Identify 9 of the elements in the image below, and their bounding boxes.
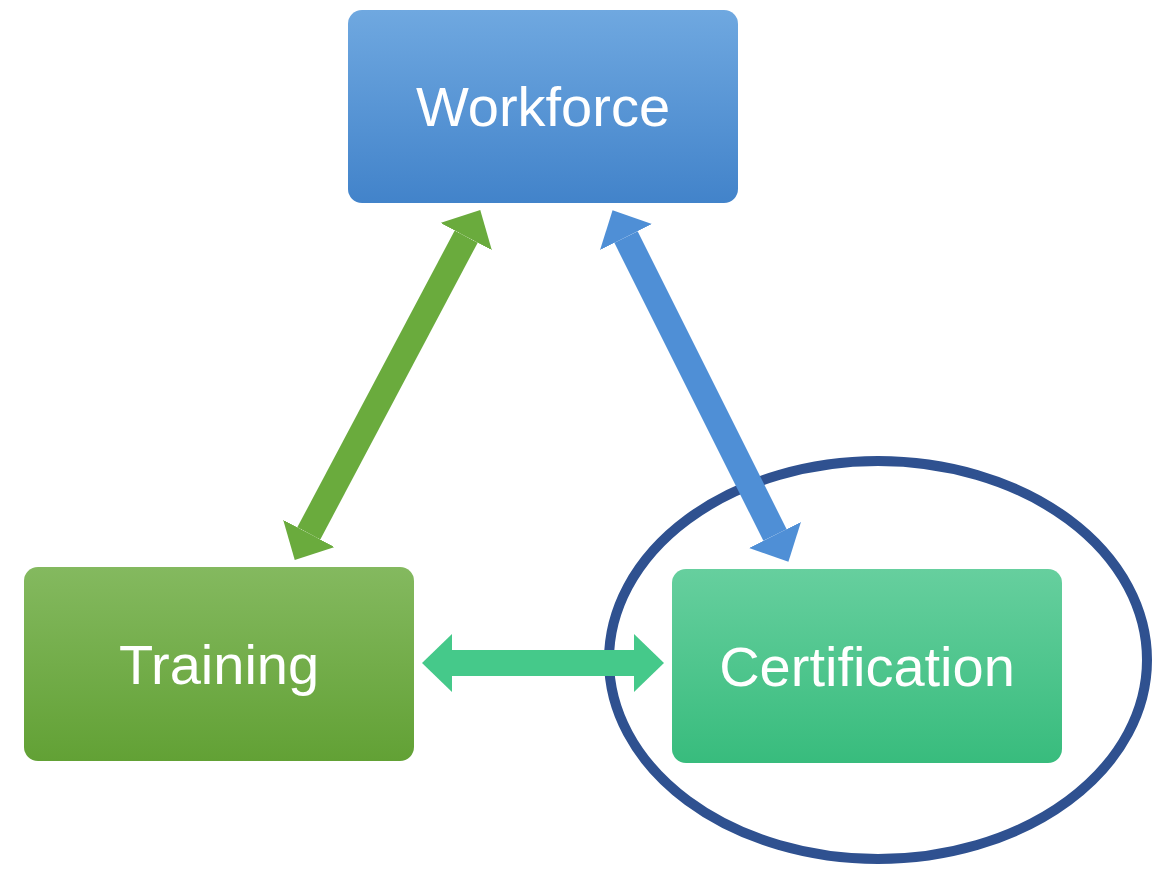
process-box [348,10,738,203]
double-arrow [283,210,492,560]
box-label: Certification [719,633,1015,699]
double-arrow [600,210,801,562]
process-box [24,567,414,761]
box-label: Training [118,631,320,697]
box-label: Workforce [415,74,671,139]
process-box [672,569,1062,763]
double-arrow [422,634,664,692]
